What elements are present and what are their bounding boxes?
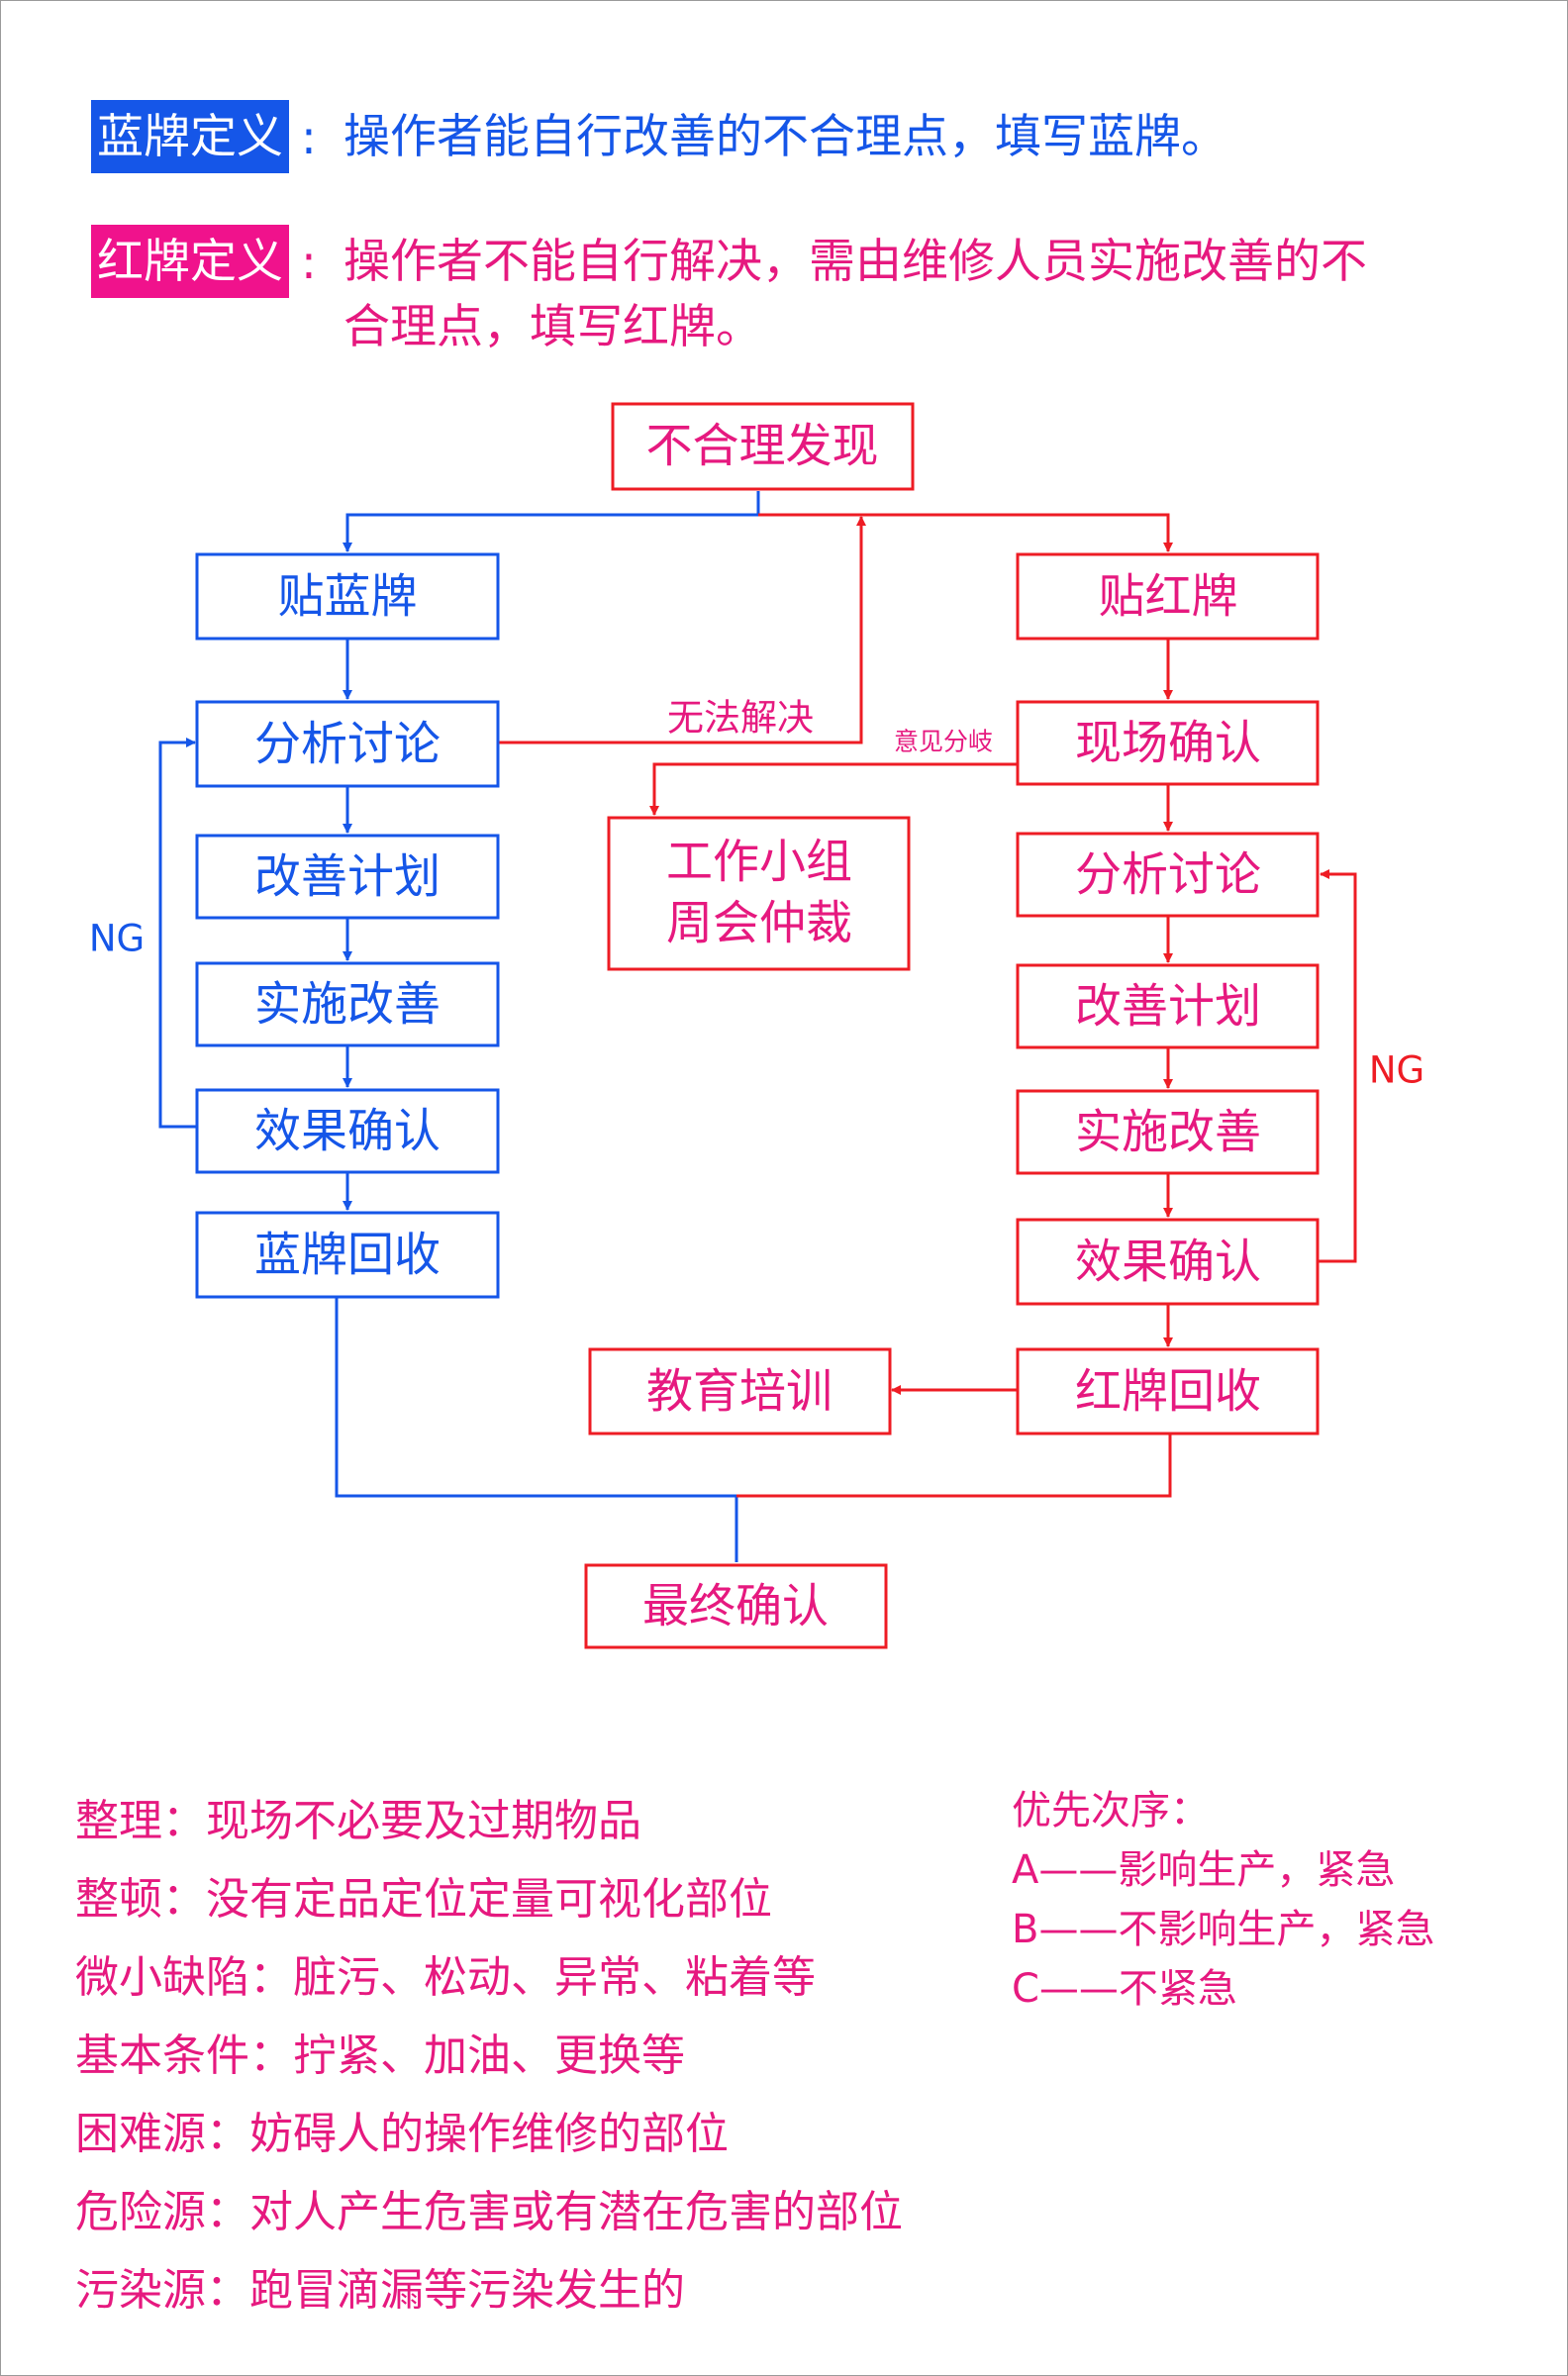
- glossary-item: 整理：现场不必要及过期物品: [75, 1796, 641, 1846]
- red-box-verify: [1016, 1218, 1320, 1306]
- glossary-item: 污染源：跑冒滴漏等污染发生的: [75, 2265, 685, 2316]
- red-box-implement: [1016, 1089, 1320, 1175]
- glossary-list: 整理：现场不必要及过期物品 整顿：没有定品定位定量可视化部位 微小缺陷：脏污、松…: [75, 1782, 903, 2329]
- red-definition-line-1: 操作者不能自行解决，需由维修人员实施改善的不: [343, 235, 1367, 289]
- red-step-label: 分析讨论: [1075, 848, 1261, 903]
- red-step-label: 红牌回收: [1075, 1365, 1261, 1420]
- red-step-label: 改善计划: [1075, 980, 1261, 1035]
- blue-definition-colon: :: [301, 111, 317, 165]
- connector-disagreement: [649, 762, 1018, 816]
- glossary-item: 困难源：妨碍人的操作维修的部位: [75, 2109, 729, 2159]
- red-step-label: 现场确认: [1075, 717, 1261, 771]
- ng-red-label: NG: [1369, 1049, 1424, 1092]
- glossary-item: 整顿：没有定品定位定量可视化部位: [75, 1874, 772, 1925]
- connector-start-to-red: [758, 513, 1173, 552]
- final-confirm-box: [584, 1563, 888, 1649]
- blue-box-verify: [195, 1088, 500, 1174]
- education-label: 教育培训: [646, 1365, 833, 1420]
- final-confirm-label: 最终确认: [642, 1580, 829, 1634]
- connector-blue-ng-loop: [158, 738, 197, 1129]
- blue-box-implement: [195, 961, 500, 1047]
- blue-step-label: 蓝牌回收: [254, 1229, 441, 1283]
- red-box-recover: [1016, 1347, 1320, 1436]
- red-box-plan: [1016, 963, 1320, 1049]
- red-definition-colon: :: [301, 236, 317, 290]
- blue-step-label: 实施改善: [254, 978, 441, 1033]
- glossary-item: 危险源：对人产生危害或有潜在危害的部位: [75, 2187, 903, 2237]
- start-box: [611, 402, 915, 491]
- blue-card-tag: 蓝牌定义: [91, 100, 289, 173]
- connector-red-to-merge: [736, 1434, 1172, 1498]
- blue-definition-text: 操作者能自行改善的不合理点，填写蓝牌。: [343, 110, 1227, 164]
- arbitration-label-line-2: 周会仲裁: [666, 897, 852, 951]
- blue-box-plan: [195, 834, 500, 920]
- red-definition-line-2: 合理点，填写红牌。: [343, 300, 762, 354]
- glossary-item: 基本条件：拧紧、加油、更换等: [75, 2030, 685, 2081]
- blue-step-label: 贴蓝牌: [278, 570, 418, 625]
- blue-step-label: 改善计划: [254, 850, 441, 905]
- red-step-label: 效果确认: [1075, 1236, 1261, 1290]
- arbitration-box: [607, 816, 911, 971]
- red-step-label: 实施改善: [1075, 1106, 1261, 1160]
- blue-box-recover: [195, 1211, 500, 1299]
- disagreement-label: 意见分岐: [894, 728, 993, 756]
- connector-start-to-blue: [343, 491, 760, 552]
- connector-red-ng-loop: [1318, 869, 1357, 1263]
- red-box-site-confirm: [1016, 700, 1320, 786]
- red-card-tag: 红牌定义: [91, 225, 289, 298]
- priority-item: A——影响生产，紧急: [1012, 1847, 1396, 1893]
- education-box: [588, 1347, 892, 1436]
- red-box-post: [1016, 552, 1320, 641]
- glossary-item: 微小缺陷：脏污、松动、异常、粘着等: [75, 1952, 816, 2003]
- blue-box-analysis: [195, 700, 500, 788]
- connector-blue-to-merge: [335, 1297, 738, 1562]
- ng-blue-label: NG: [89, 918, 145, 960]
- priority-item: B——不影响生产，紧急: [1012, 1907, 1435, 1952]
- connector-unresolved: [499, 516, 866, 744]
- blue-box-post: [195, 552, 500, 641]
- priority-block: 优先次序： A——影响生产，紧急 B——不影响生产，紧急 C——不紧急: [1012, 1781, 1434, 2019]
- red-definition-text: 操作者不能自行解决，需由维修人员实施改善的不 合理点，填写红牌。: [343, 230, 1367, 360]
- unresolved-label: 无法解决: [667, 697, 814, 740]
- priority-item: C——不紧急: [1012, 1966, 1237, 2012]
- red-box-analysis: [1016, 832, 1320, 918]
- red-step-label: 贴红牌: [1099, 570, 1238, 625]
- blue-step-label: 效果确认: [254, 1105, 441, 1159]
- blue-step-label: 分析讨论: [254, 718, 441, 772]
- priority-title: 优先次序：: [1012, 1788, 1210, 1833]
- arbitration-label-line-1: 工作小组: [666, 836, 852, 890]
- start-label: 不合理发现: [646, 420, 879, 474]
